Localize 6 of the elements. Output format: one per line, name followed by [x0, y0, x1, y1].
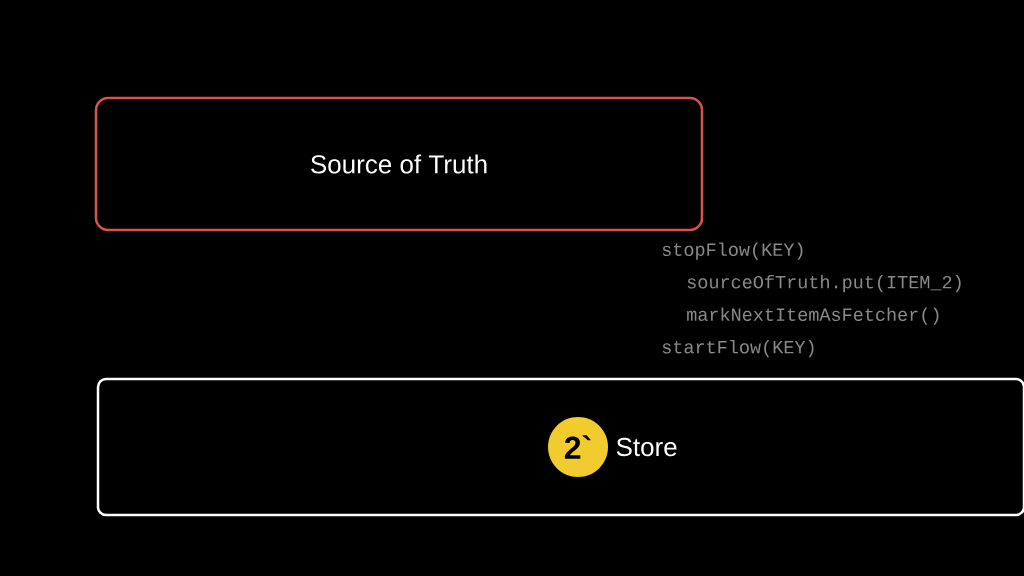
code-line: markNextItemAsFetcher()	[687, 307, 939, 325]
source-box: Source of Truth	[94, 96, 704, 232]
code-line: startFlow(KEY)	[662, 339, 814, 358]
number-badge: 2`	[548, 417, 608, 477]
code-line: stopFlow(KEY)	[662, 242, 803, 260]
code-line: sourceOfTruth.put(ITEM_2)	[687, 274, 961, 293]
